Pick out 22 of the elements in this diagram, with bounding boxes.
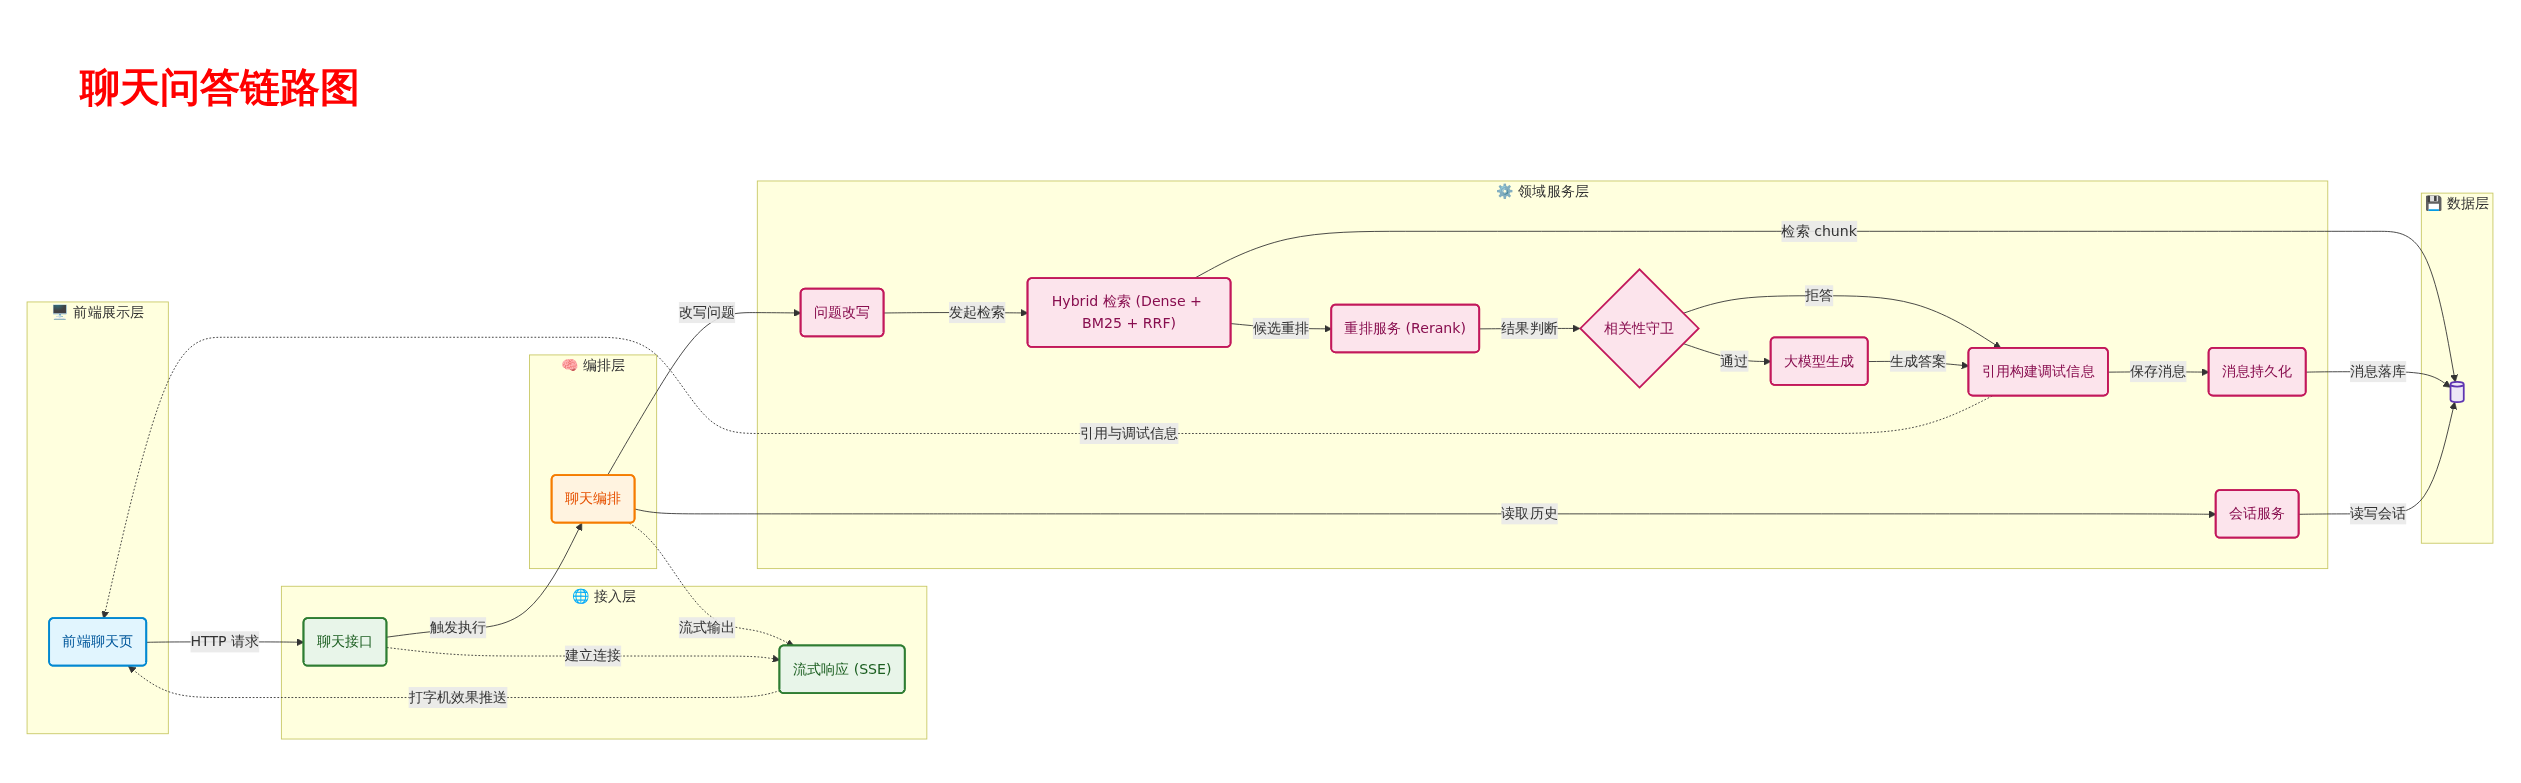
edge-label: 读写会话 xyxy=(2349,505,2407,522)
edge-label: 拒答 xyxy=(1805,286,1834,304)
node-cylinder xyxy=(2449,380,2465,404)
edge-label: 流式输出 xyxy=(678,618,736,636)
edge-label: 结果判断 xyxy=(1501,319,1558,337)
edge-label: 生成答案 xyxy=(1889,352,1947,370)
diagram-title: 聊天问答链路图 xyxy=(80,63,360,112)
edge-label: 建立连接 xyxy=(564,647,622,664)
edge-label: HTTP 请求 xyxy=(190,633,260,650)
edge-label: 检索 chunk xyxy=(1781,222,1857,240)
edge-label: 触发执行 xyxy=(429,618,487,636)
edge-label: 候选重排 xyxy=(1252,319,1310,337)
edge-label: 保存消息 xyxy=(2129,362,2187,380)
edge-label: 通过 xyxy=(1720,352,1749,370)
edge-label: 改写问题 xyxy=(678,303,736,321)
edge-label: 消息落库 xyxy=(2349,362,2407,380)
node-diamond: 相关性守卫 xyxy=(1579,268,1700,389)
cluster: 💾 数据层 xyxy=(2420,192,2494,544)
edge-label: 打字机效果推送 xyxy=(408,688,508,706)
edge-label: 引用与调试信息 xyxy=(1079,424,1179,442)
edge-label: 读取历史 xyxy=(1501,505,1558,522)
edge-label: 发起检索 xyxy=(948,303,1006,321)
